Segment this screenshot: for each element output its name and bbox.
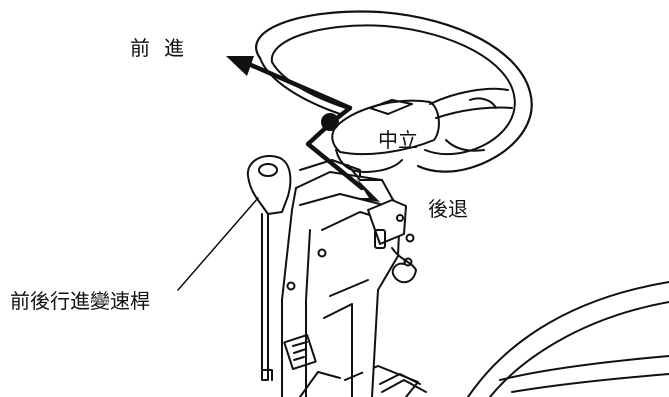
reverse-label: 後退 — [428, 197, 468, 221]
neutral-position-dot — [321, 113, 339, 131]
shift-lever-label: 前後行進變速桿 — [10, 289, 150, 313]
forward-arrowhead — [226, 56, 254, 76]
forward-label: 前進 — [130, 36, 198, 60]
dashboard-switches — [367, 199, 417, 284]
steering-column — [281, 159, 401, 397]
shift-lever — [246, 155, 292, 381]
neutral-label: 中立 — [378, 128, 418, 152]
reverse-arrowhead — [352, 178, 380, 202]
shift-path-arrows — [226, 56, 380, 202]
seat — [467, 281, 669, 397]
lever-leader-line — [177, 197, 259, 291]
steering-hub — [331, 99, 440, 181]
